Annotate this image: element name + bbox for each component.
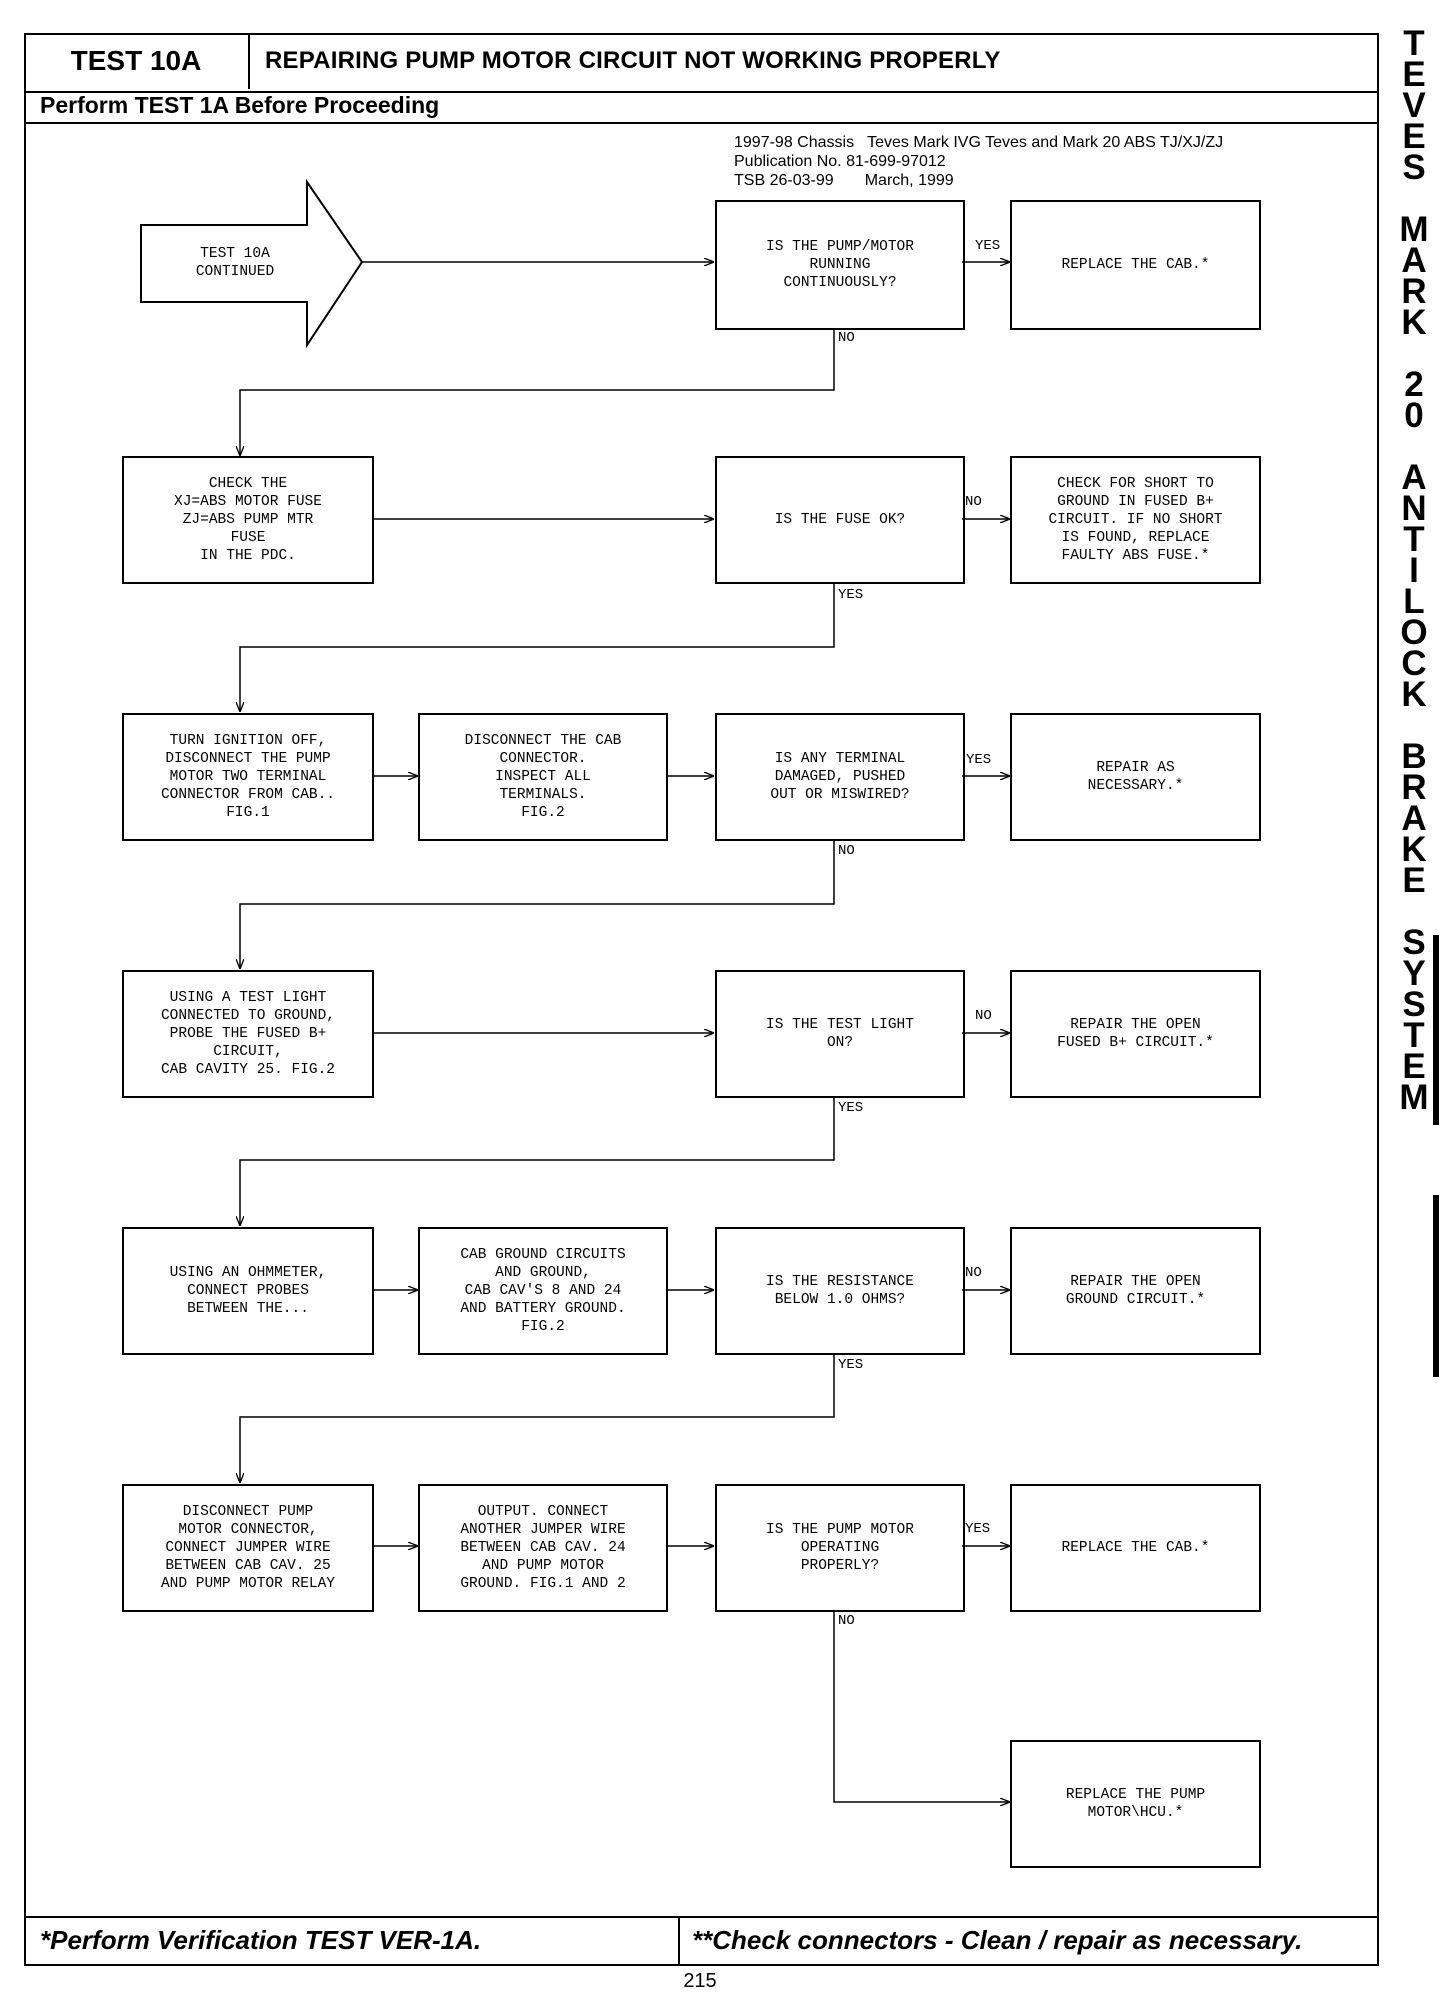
step-ground-circuits: CAB GROUND CIRCUITS AND GROUND, CAB CAV'… xyxy=(418,1227,668,1355)
step-output-connect: OUTPUT. CONNECT ANOTHER JUMPER WIRE BETW… xyxy=(418,1484,668,1612)
subheader-row xyxy=(24,91,1379,124)
question-pump-running: IS THE PUMP/MOTOR RUNNING CONTINUOUSLY? xyxy=(715,200,965,330)
step-disconnect-cab: DISCONNECT THE CAB CONNECTOR. INSPECT AL… xyxy=(418,713,668,841)
yes-label: YES xyxy=(966,752,992,768)
yes-label: YES xyxy=(965,1521,991,1537)
publication-line-2: Publication No. 81-699-97012 xyxy=(734,153,946,170)
header-row xyxy=(24,33,1379,93)
page-title: REPAIRING PUMP MOTOR CIRCUIT NOT WORKING… xyxy=(265,47,1001,74)
step-check-fuse: CHECK THE XJ=ABS MOTOR FUSE ZJ=ABS PUMP … xyxy=(122,456,374,584)
question-terminal-damaged: IS ANY TERMINAL DAMAGED, PUSHED OUT OR M… xyxy=(715,713,965,841)
step-ohmmeter: USING AN OHMMETER, CONNECT PROBES BETWEE… xyxy=(122,1227,374,1355)
step-disconnect-pump: DISCONNECT PUMP MOTOR CONNECTOR, CONNECT… xyxy=(122,1484,374,1612)
footer-divider xyxy=(678,1916,680,1966)
start-box: TEST 10A CONTINUED xyxy=(195,245,275,280)
no-label: NO xyxy=(838,1613,855,1629)
start-arrow-shape xyxy=(140,178,364,349)
revision-bar xyxy=(1433,935,1439,1125)
question-test-light-on: IS THE TEST LIGHT ON? xyxy=(715,970,965,1098)
step-ignition-off: TURN IGNITION OFF, DISCONNECT THE PUMP M… xyxy=(122,713,374,841)
revision-bar xyxy=(1433,1195,1439,1377)
action-replace-pump: REPLACE THE PUMP MOTOR\HCU.* xyxy=(1010,1740,1261,1868)
no-label: NO xyxy=(838,843,855,859)
page-number: 215 xyxy=(683,1970,717,1992)
action-repair-as-necessary: REPAIR AS NECESSARY.* xyxy=(1010,713,1261,841)
footer-note-left: *Perform Verification TEST VER-1A. xyxy=(40,1925,482,1955)
footer-note-right: **Check connectors - Clean / repair as n… xyxy=(692,1925,1303,1955)
no-label: NO xyxy=(975,1008,992,1024)
no-label: NO xyxy=(965,1265,982,1281)
yes-label: YES xyxy=(838,587,864,603)
yes-label: YES xyxy=(975,238,1001,254)
yes-label: YES xyxy=(838,1357,864,1373)
yes-label: YES xyxy=(838,1100,864,1116)
question-fuse-ok: IS THE FUSE OK? xyxy=(715,456,965,584)
action-replace-cab-1: REPLACE THE CAB.* xyxy=(1010,200,1261,330)
footer-row xyxy=(24,1916,1379,1966)
action-repair-open-fused: REPAIR THE OPEN FUSED B+ CIRCUIT.* xyxy=(1010,970,1261,1098)
no-label: NO xyxy=(965,494,982,510)
publication-line-3: TSB 26-03-99 March, 1999 xyxy=(734,172,954,189)
publication-line-1: 1997-98 Chassis Teves Mark IVG Teves and… xyxy=(734,134,1224,151)
step-test-light: USING A TEST LIGHT CONNECTED TO GROUND, … xyxy=(122,970,374,1098)
action-check-short: CHECK FOR SHORT TO GROUND IN FUSED B+ CI… xyxy=(1010,456,1261,584)
question-pump-operating: IS THE PUMP MOTOR OPERATING PROPERLY? xyxy=(715,1484,965,1612)
action-replace-cab-2: REPLACE THE CAB.* xyxy=(1010,1484,1261,1612)
page-subtitle: Perform TEST 1A Before Proceeding xyxy=(40,92,440,118)
page-frame xyxy=(24,33,1379,1966)
question-resistance: IS THE RESISTANCE BELOW 1.0 OHMS? xyxy=(715,1227,965,1355)
action-repair-open-ground: REPAIR THE OPEN GROUND CIRCUIT.* xyxy=(1010,1227,1261,1355)
no-label: NO xyxy=(838,330,855,346)
test-id: TEST 10A xyxy=(24,33,250,89)
publication-info: 1997-98 Chassis Teves Mark IVG Teves and… xyxy=(734,133,1223,190)
